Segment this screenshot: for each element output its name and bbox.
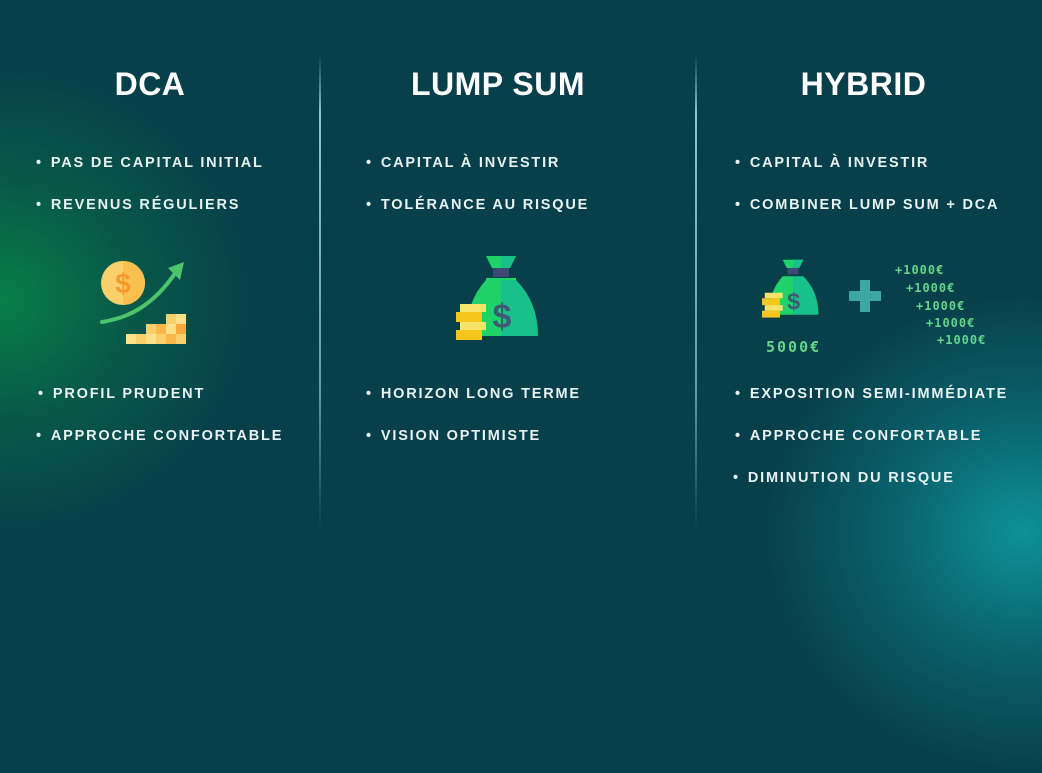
bullet-item: PROFIL PRUDENT	[38, 386, 205, 402]
bullet-item: CAPITAL À INVESTIR	[366, 155, 560, 171]
installment-amount: +1000€	[906, 281, 956, 295]
installment-amount: +1000€	[926, 316, 976, 330]
svg-text:$: $	[493, 298, 512, 336]
installment-amount: +1000€	[916, 299, 966, 313]
bullet-item: VISION OPTIMISTE	[366, 428, 541, 444]
bullet-item: APPROCHE CONFORTABLE	[36, 428, 283, 444]
money-bag-icon: $	[762, 256, 824, 324]
bullet-item: TOLÉRANCE AU RISQUE	[366, 197, 589, 213]
bullet-item: REVENUS RÉGULIERS	[36, 197, 240, 213]
bullet-item: HORIZON LONG TERME	[366, 386, 581, 402]
column-dca: DCA PAS DE CAPITAL INITIAL REVENUS RÉGUL…	[0, 0, 300, 553]
column-divider-2	[695, 55, 697, 530]
column-title-dca: DCA	[114, 66, 186, 102]
svg-text:$: $	[115, 268, 131, 299]
bullet-item: PAS DE CAPITAL INITIAL	[36, 155, 264, 171]
plus-icon	[849, 280, 881, 312]
svg-text:$: $	[787, 288, 800, 314]
coin-growth-chart-icon: $	[98, 256, 190, 348]
column-divider-1	[319, 55, 321, 530]
column-title-hybrid: HYBRID	[800, 66, 927, 102]
bullet-item: EXPOSITION SEMI-IMMÉDIATE	[735, 386, 1008, 402]
column-lump-sum: LUMP SUM CAPITAL À INVESTIR TOLÉRANCE AU…	[320, 0, 676, 553]
bullet-item: COMBINER LUMP SUM + DCA	[735, 197, 999, 213]
bullet-item: DIMINUTION DU RISQUE	[733, 470, 955, 486]
bullet-item: APPROCHE CONFORTABLE	[735, 428, 982, 444]
column-hybrid: HYBRID CAPITAL À INVESTIR COMBINER LUMP …	[697, 0, 1042, 553]
column-title-lump-sum: LUMP SUM	[410, 66, 586, 102]
lump-sum-amount: 5000€	[766, 338, 822, 356]
installment-amount: +1000€	[937, 333, 987, 347]
money-bag-icon: $	[456, 252, 546, 348]
bullet-item: CAPITAL À INVESTIR	[735, 155, 929, 171]
installment-amount: +1000€	[895, 263, 945, 277]
